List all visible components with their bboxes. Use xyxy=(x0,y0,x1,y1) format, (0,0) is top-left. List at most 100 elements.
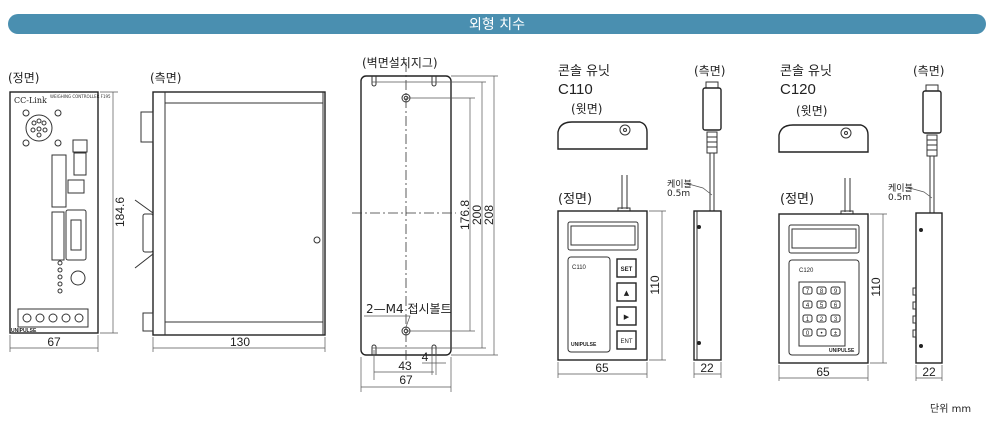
din-clip xyxy=(142,213,154,253)
console-port xyxy=(70,270,86,286)
keypad-key-label: 7 xyxy=(806,289,810,295)
connector-protrusion xyxy=(140,111,154,143)
c120-depth-dimension: 22 xyxy=(922,365,936,379)
c120-cable-label: 케이블 xyxy=(888,183,913,194)
c120-brand: UNIPULSE xyxy=(829,348,855,354)
station-switches xyxy=(51,211,65,261)
keypad-key-label: 1 xyxy=(806,317,810,323)
up-button[interactable] xyxy=(616,282,637,302)
c110-panel xyxy=(567,256,611,353)
dimension-208: 208 xyxy=(482,205,496,225)
keypad-key-label: 4 xyxy=(806,303,810,309)
c120-front-label: (정면) xyxy=(780,192,814,207)
controller-side-view: (측면) 130 xyxy=(134,71,326,352)
c110-cable-label: 케이블 xyxy=(667,179,692,190)
c110-title: 콘솔 유닛 xyxy=(558,64,610,79)
ent-button[interactable] xyxy=(616,330,637,350)
height-dimension: 184.6 xyxy=(113,197,127,227)
keypad-key[interactable] xyxy=(802,328,813,337)
keypad-key-label: 2 xyxy=(820,317,824,323)
keypad-key[interactable] xyxy=(816,300,827,309)
c110-side-body xyxy=(693,210,722,361)
c120-keypad xyxy=(798,281,846,347)
c120-width-dimension: 65 xyxy=(816,365,830,379)
width-dimension: 67 xyxy=(47,335,61,349)
c110-side-label: (측면) xyxy=(694,64,725,78)
c110-width-dimension: 65 xyxy=(595,361,609,375)
screw-icon xyxy=(313,236,321,244)
keypad-key[interactable] xyxy=(830,314,841,323)
jumper-block xyxy=(67,179,85,194)
wall-mount-jig-view: (벽면설치지그) 176.8 200 208 2—M4 접시볼트 4 43 67 xyxy=(352,56,498,392)
plug-body xyxy=(702,87,722,131)
controller-front-view: (정면) CC-Link WEIGHING CONTROLLER F195 UN… xyxy=(8,71,127,352)
section-header: 외형 치수 xyxy=(8,14,986,34)
keypad-key[interactable] xyxy=(830,300,841,309)
c120-front-body xyxy=(778,213,869,364)
c120-panel xyxy=(788,259,860,356)
c110-top-view xyxy=(557,121,648,150)
dimension-67: 67 xyxy=(399,373,413,387)
unit-note: 단위 mm xyxy=(930,402,971,415)
keypad-key-label: 9 xyxy=(834,289,838,295)
c120-side-body xyxy=(915,212,943,364)
up-arrow-icon: ▲ xyxy=(624,289,630,297)
c110-height-dimension: 110 xyxy=(648,275,662,294)
c110-top-label: (윗면) xyxy=(571,101,602,116)
keypad-key-label: 8 xyxy=(820,289,824,295)
keypad-key[interactable] xyxy=(802,300,813,309)
c120-top-label: (윗면) xyxy=(796,103,827,118)
dimension-4: 4 xyxy=(422,350,429,364)
c120-title: 콘솔 유닛 xyxy=(780,64,832,79)
c120-display xyxy=(788,224,860,254)
c110-cable-length: 0.5m xyxy=(667,189,690,199)
dip-switch xyxy=(73,152,87,176)
keypad-key-label: ± xyxy=(834,331,838,337)
c110-brand: UNIPULSE xyxy=(571,342,597,348)
keypad-key[interactable] xyxy=(802,286,813,295)
c110-panel-model: C110 xyxy=(572,265,587,271)
status-leds xyxy=(57,260,63,294)
c110-display xyxy=(567,221,639,251)
hole-pitch-dimension: 176.8 xyxy=(458,200,472,230)
c120-height-dimension: 110 xyxy=(869,277,883,296)
c120-panel-model: C120 xyxy=(799,268,814,274)
c110-front-label: (정면) xyxy=(558,192,592,207)
power-terminal xyxy=(17,308,89,328)
keypad-key[interactable] xyxy=(816,314,827,323)
c120-model: C120 xyxy=(780,81,816,98)
c110-buttons: SET ▲ ▶ ENT xyxy=(616,258,637,350)
dial-switch xyxy=(72,139,88,153)
load-cell-connector-icon xyxy=(22,109,62,147)
dimension-43: 43 xyxy=(398,359,412,373)
front-view-label: (정면) xyxy=(8,71,39,85)
keypad-key-label: 0 xyxy=(806,331,810,337)
dimension-200: 200 xyxy=(470,205,484,225)
keypad-key[interactable] xyxy=(802,314,813,323)
c110-console: 콘솔 유닛 C110 (윗면) (정면) C110 UNIPULSE SET ▲… xyxy=(557,64,725,378)
keypad-key[interactable] xyxy=(816,328,827,337)
depth-dimension: 130 xyxy=(230,335,250,349)
cc-link-port-inner xyxy=(70,219,82,251)
terminal-protrusion xyxy=(142,312,154,332)
keypad-key-label: 3 xyxy=(834,317,838,323)
keypad-key[interactable] xyxy=(830,286,841,295)
right-button[interactable] xyxy=(616,306,637,326)
keypad-key-label: • xyxy=(820,331,822,337)
set-button[interactable] xyxy=(616,258,637,278)
wall-jig-label: (벽면설치지그) xyxy=(362,56,438,70)
header-title: 외형 치수 xyxy=(469,17,525,33)
bolt-note: 2—M4 접시볼트 xyxy=(366,302,452,316)
plug-tip xyxy=(705,81,719,89)
keypad-key[interactable] xyxy=(830,328,841,337)
set-button-label: SET xyxy=(621,267,633,273)
ent-button-label: ENT xyxy=(621,339,633,345)
brand-label: UNIPULSE xyxy=(11,328,37,334)
keypad-key[interactable] xyxy=(816,286,827,295)
model-text: WEIGHING CONTROLLER F195 xyxy=(50,94,111,99)
c110-model: C110 xyxy=(558,81,593,98)
plug-body xyxy=(922,90,942,134)
